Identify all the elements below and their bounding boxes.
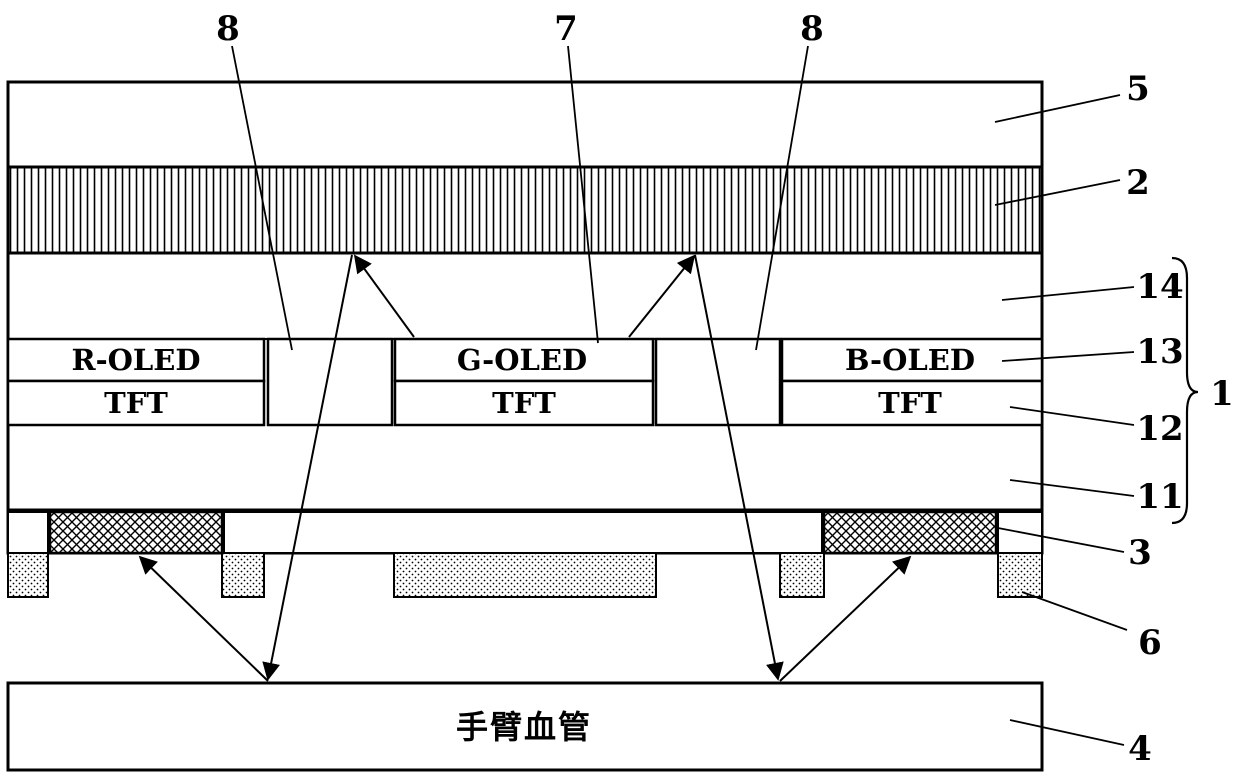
sensor-3-left xyxy=(50,512,222,553)
gap-cell-left xyxy=(268,339,392,425)
b-tft-label: TFT xyxy=(878,386,942,420)
callout-7: 7 xyxy=(554,9,578,49)
callout-6: 6 xyxy=(1138,623,1162,663)
layer-3-middle xyxy=(224,512,822,553)
gap-cell-right xyxy=(656,339,780,425)
callout-8-left: 8 xyxy=(216,9,240,49)
callout-13: 13 xyxy=(1136,332,1183,372)
callout-14: 14 xyxy=(1136,267,1183,307)
g-tft-label: TFT xyxy=(492,386,556,420)
callout-2: 2 xyxy=(1126,163,1150,203)
g-oled-label: G-OLED xyxy=(457,343,587,377)
dotted-pad-6 xyxy=(780,553,824,597)
callout-5: 5 xyxy=(1126,69,1150,109)
cover-layer-5 xyxy=(8,82,1042,553)
callout-11: 11 xyxy=(1136,477,1183,517)
sensor-3-right xyxy=(824,512,996,553)
dotted-pad-6 xyxy=(8,553,48,597)
callout-8-right: 8 xyxy=(800,9,824,49)
b-oled-label: B-OLED xyxy=(845,343,975,377)
callout-1: 1 xyxy=(1210,374,1234,414)
r-oled-label: R-OLED xyxy=(71,343,200,377)
r-tft-label: TFT xyxy=(104,386,168,420)
dotted-pad-6 xyxy=(222,553,264,597)
striped-layer-2 xyxy=(8,167,1042,253)
dotted-pad-6 xyxy=(394,553,656,597)
dotted-pad-6 xyxy=(998,553,1042,597)
leader-6 xyxy=(1022,592,1127,630)
callout-4: 4 xyxy=(1128,729,1152,769)
layer-3-segment xyxy=(8,512,48,553)
arm-vessel-label: 手臂血管 xyxy=(456,708,592,746)
callout-12: 12 xyxy=(1136,409,1183,449)
callout-3: 3 xyxy=(1128,533,1152,573)
